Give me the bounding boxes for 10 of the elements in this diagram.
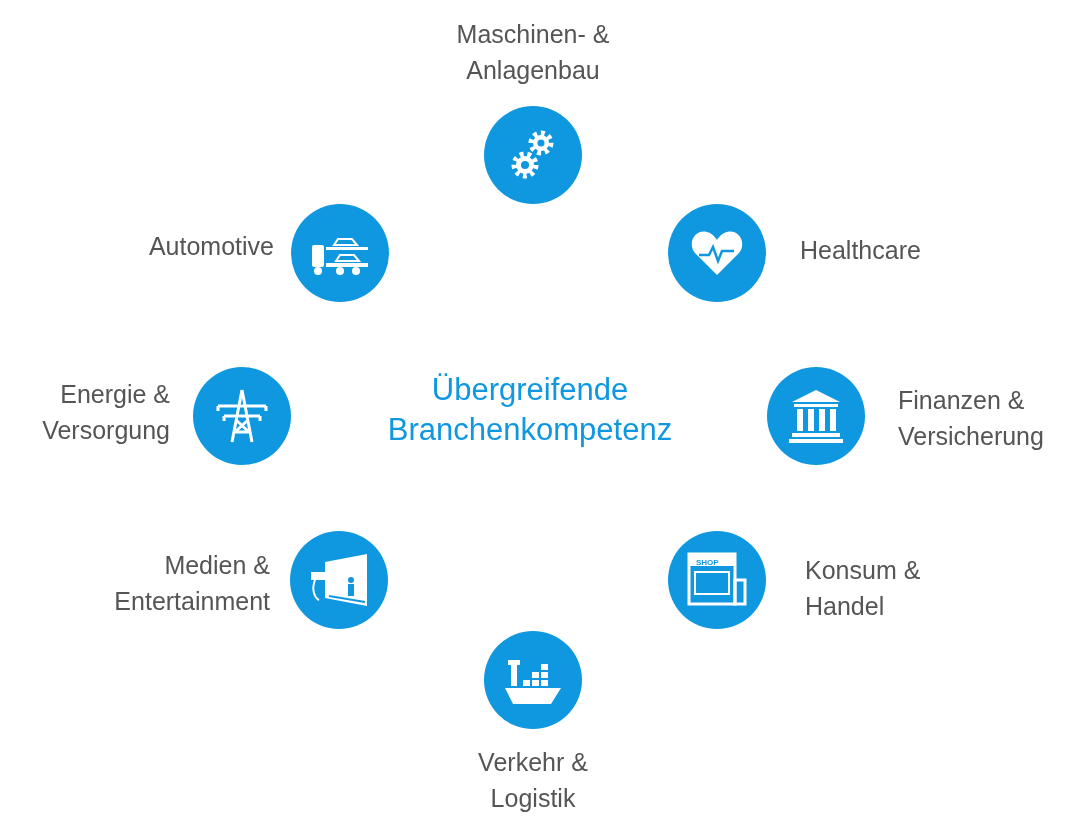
industry-label: Medien & Entertainment [113,550,270,617]
industry-label: Energie & Versorgung [41,379,170,446]
industry-label: Konsum & Handel [805,555,922,622]
industry-label: Healthcare [800,235,922,266]
industry-label: Verkehr & Logistik [477,747,589,814]
industry-label: Finanzen & Versicherung [898,385,1045,452]
sign-text: SHOP [696,558,719,567]
center-heading: Übergreifende Branchenkompetenz [386,371,674,449]
industry-label: Automotive [147,231,274,262]
industry-label: Maschinen- & Anlagenbau [455,19,611,86]
